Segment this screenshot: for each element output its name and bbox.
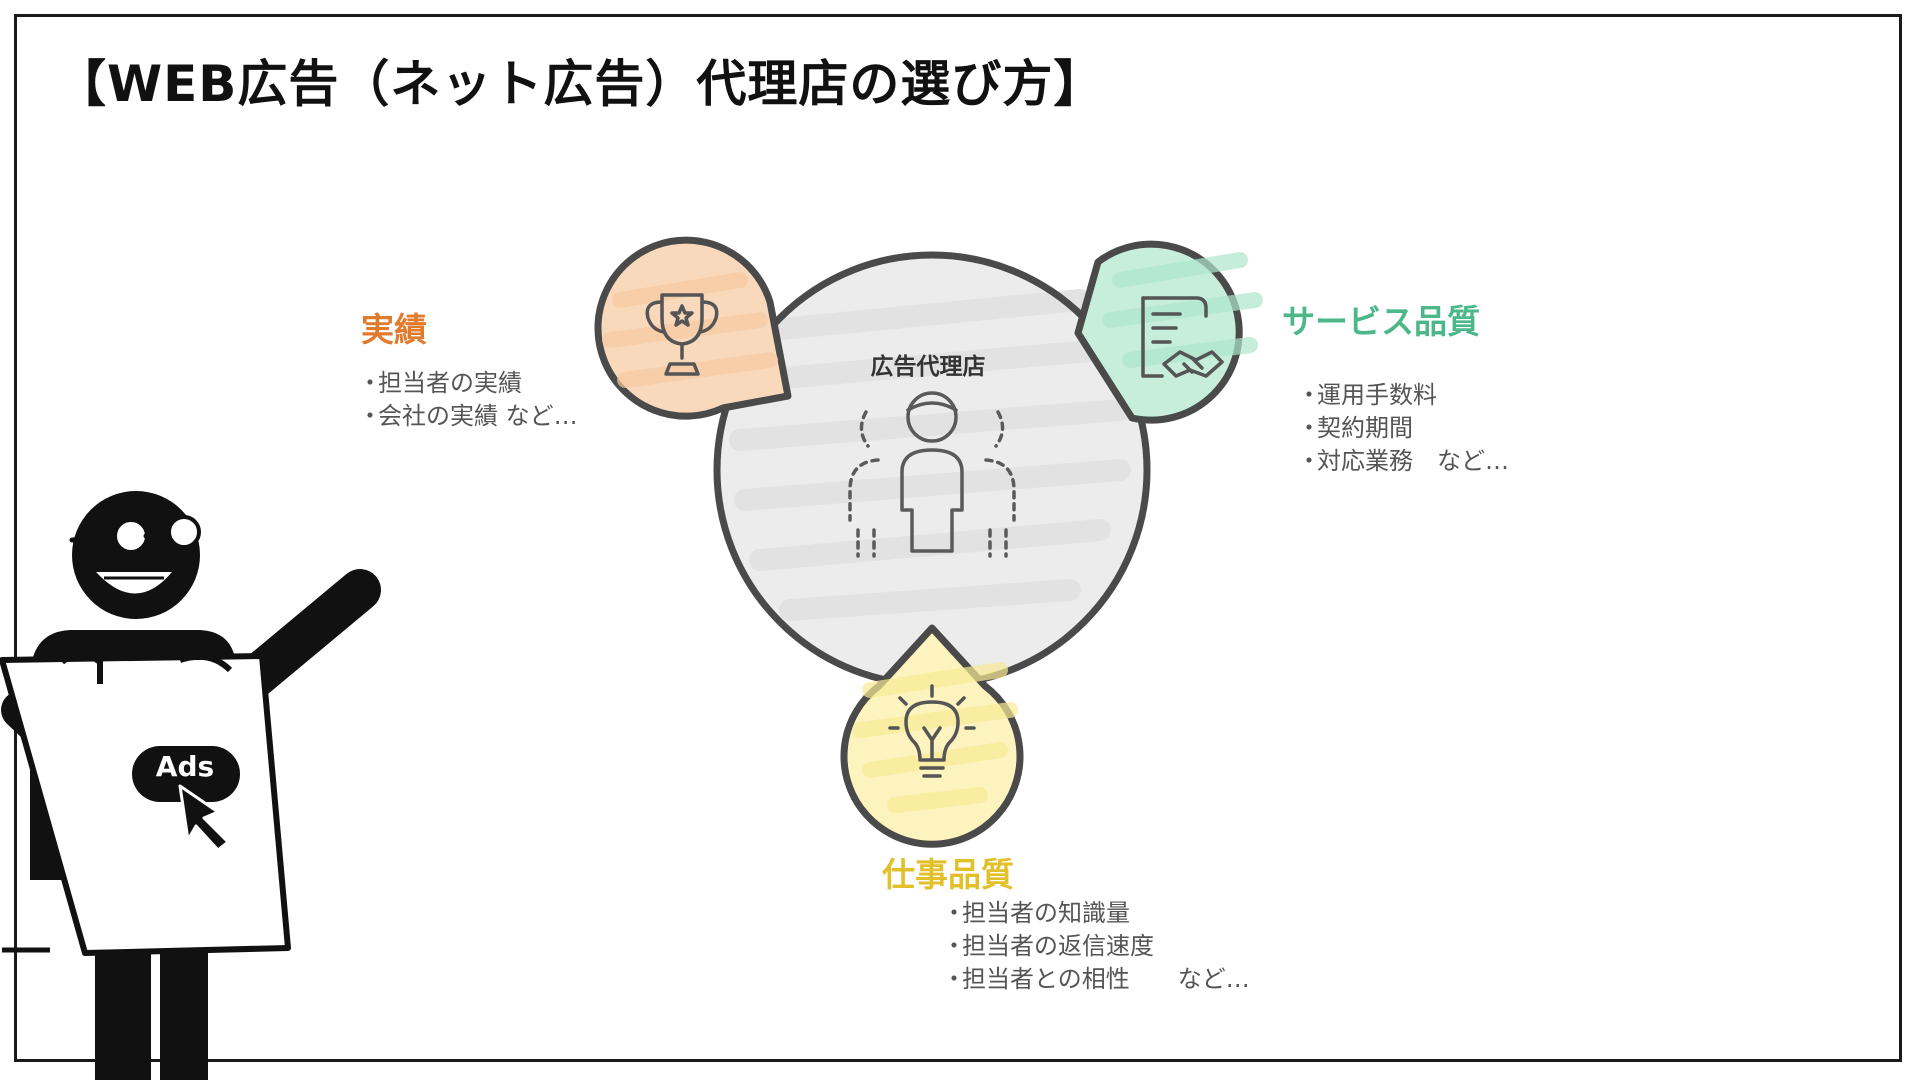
slide-title: 【WEB広告（ネット広告）代理店の選び方】: [56, 55, 1105, 113]
center-circle: [713, 251, 1151, 689]
list-item: ・担当者の知識量: [942, 897, 1250, 930]
list-item: ・契約期間: [1297, 412, 1509, 445]
list-item: ・運用手数料: [1297, 379, 1509, 412]
trophy-icon: [645, 293, 719, 376]
bullet-mark: ・: [1297, 381, 1321, 409]
service-title: サービス品質: [1282, 302, 1480, 341]
slide-frame: [14, 14, 1902, 1062]
bullet-text: 会社の実績 など…: [378, 402, 578, 430]
results-bullets: ・担当者の実績 ・会社の実績 など…: [358, 367, 578, 433]
bullet-mark: ・: [358, 402, 382, 430]
bullet-text: 契約期間: [1317, 414, 1413, 442]
bullet-text: 担当者の知識量: [962, 899, 1130, 927]
work-bubble: [840, 624, 1024, 848]
list-item: ・担当者の返信速度: [942, 930, 1250, 963]
team-people-icon: [848, 391, 1016, 558]
bullet-text: 担当者の実績: [378, 369, 522, 397]
service-bubble: [1074, 240, 1263, 424]
bullet-text: 対応業務 など…: [1317, 447, 1509, 475]
list-item: ・対応業務 など…: [1297, 445, 1509, 478]
bullet-text: 担当者の返信速度: [962, 932, 1154, 960]
list-item: ・会社の実績 など…: [358, 400, 578, 433]
bullet-mark: ・: [942, 965, 966, 993]
bullet-mark: ・: [1297, 447, 1321, 475]
results-title: 実績: [361, 310, 427, 349]
ads-badge: [132, 746, 240, 802]
list-item: ・担当者の実績: [358, 367, 578, 400]
cursor-icon: [178, 784, 230, 852]
bullet-mark: ・: [358, 369, 382, 397]
bullet-text: 運用手数料: [1317, 381, 1437, 409]
lightbulb-icon: [888, 684, 976, 778]
work-title: 仕事品質: [882, 855, 1014, 894]
center-label: 広告代理店: [870, 354, 986, 380]
work-bullets: ・担当者の知識量 ・担当者の返信速度 ・担当者との相性 など…: [942, 897, 1250, 996]
service-bullets: ・運用手数料 ・契約期間 ・対応業務 など…: [1297, 379, 1509, 478]
ads-badge-label: Ads: [155, 750, 215, 783]
bullet-mark: ・: [1297, 414, 1321, 442]
bullet-mark: ・: [942, 899, 966, 927]
list-item: ・担当者との相性 など…: [942, 963, 1250, 996]
presenter-figure-icon: [0, 491, 381, 1080]
bullet-mark: ・: [942, 932, 966, 960]
contract-handshake-icon: [1141, 296, 1224, 378]
bullet-text: 担当者との相性 など…: [962, 965, 1250, 993]
results-bubble: [594, 236, 792, 420]
